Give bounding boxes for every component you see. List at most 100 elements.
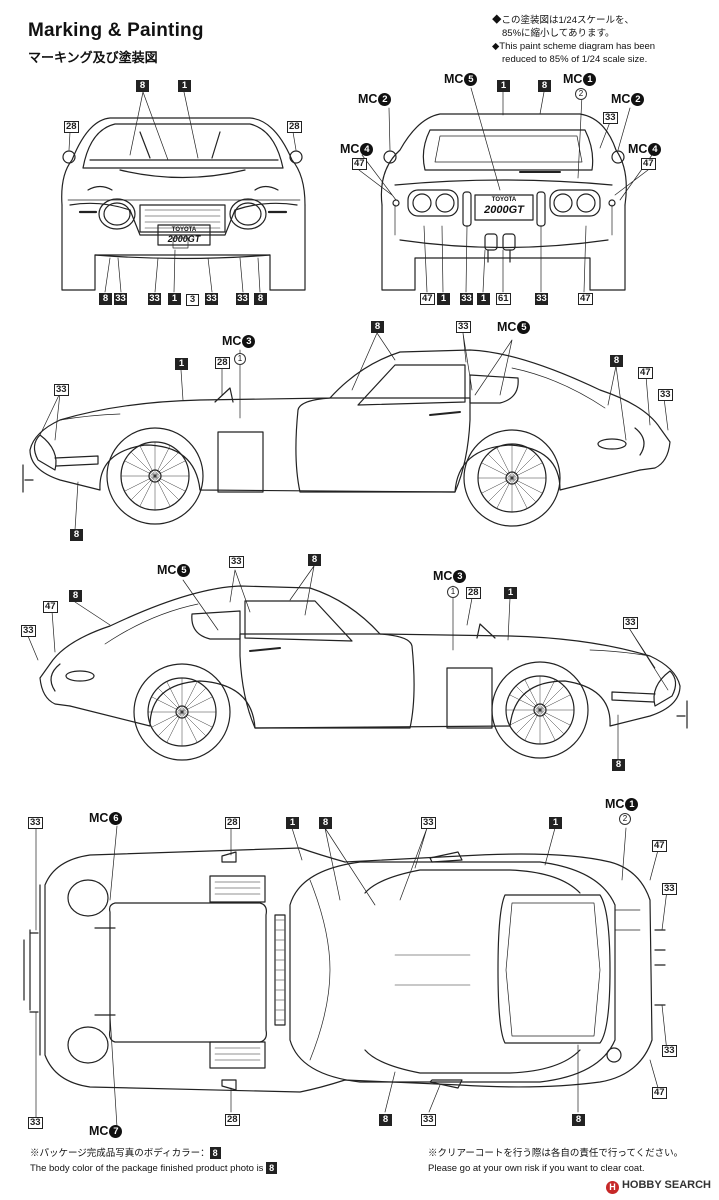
plate-brand: TOYOTA	[171, 227, 197, 233]
callout-label: 33	[662, 883, 677, 895]
callout-label: 33	[460, 293, 473, 305]
callout-label: 33	[28, 1117, 43, 1129]
callout-label: 8	[308, 554, 321, 566]
callout-label: 47	[578, 293, 593, 305]
callout-label: 8	[371, 321, 384, 333]
callout-label: 1	[504, 587, 517, 599]
body-color-code: 8	[266, 1162, 278, 1174]
scale-note-en-1: ◆This paint scheme diagram has been	[492, 41, 656, 52]
footer-body-color-en-text: The body color of the package finished p…	[30, 1163, 264, 1174]
scale-note-en-2: reduced to 85% of 1/24 scale size.	[502, 54, 648, 65]
side-view-1-drawing	[22, 349, 671, 527]
callout-label: 8	[319, 817, 332, 829]
callout-label: 1	[437, 293, 450, 305]
circled-number: 1	[447, 586, 459, 598]
callout-label: 33	[21, 625, 36, 637]
hobby-search-logo-icon: H	[605, 1181, 619, 1194]
callout-label: 8	[70, 529, 83, 541]
circled-number: 2	[575, 88, 587, 100]
callout-label: 8	[254, 293, 267, 305]
callout-label: 1	[168, 293, 181, 305]
callout-label: 47	[652, 840, 667, 852]
scale-note: ◆この塗装図は1/24スケールを、 85%に縮小してあります。 ◆This pa…	[492, 14, 714, 66]
footer-clear-coat-jp: ※クリアーコートを行う際は各自の責任で行ってください。	[428, 1148, 684, 1159]
callout-label: 33	[236, 293, 249, 305]
top-view-drawing	[23, 847, 666, 1093]
callout-label: 33	[54, 384, 69, 396]
callout-label: 8	[612, 759, 625, 771]
callout-label: 33	[114, 293, 127, 305]
footer-body-color-en: The body color of the package finished p…	[30, 1162, 278, 1176]
callout-label: 8	[99, 293, 112, 305]
callout-label: 33	[205, 293, 218, 305]
rear-plate: TOYOTA 2000GT	[476, 197, 532, 216]
callout-label: 8	[538, 80, 551, 92]
callout-label: 33	[535, 293, 548, 305]
scale-note-jp-1: ◆この塗装図は1/24スケールを、	[492, 15, 634, 26]
callout-label: 1	[497, 80, 510, 92]
callout-label: 1	[178, 80, 191, 92]
footer-body-color-jp: ※パッケージ完成品写真のボディカラー：8	[30, 1147, 221, 1161]
footer-body-color-jp-text: ※パッケージ完成品写真のボディカラー：	[30, 1148, 210, 1159]
callout-label: 8	[572, 1114, 585, 1126]
callout-label: 47	[652, 1087, 667, 1099]
circled-number: 1	[234, 353, 246, 365]
callout-label: 33	[662, 1045, 677, 1057]
scale-note-jp-2: 85%に縮小してあります。	[502, 28, 615, 39]
callout-label: 28	[466, 587, 481, 599]
body-color-code: 8	[209, 1147, 221, 1159]
callout-label: 33	[623, 617, 638, 629]
plate-brand: TOYOTA	[491, 197, 517, 203]
rear-view-drawing	[380, 113, 627, 291]
callout-label: 47	[420, 293, 435, 305]
callout-label: 33	[421, 817, 436, 829]
page-subtitle: マーキング及び塗装図	[28, 50, 158, 65]
callout-label: 61	[496, 293, 511, 305]
plate-model: 2000GT	[167, 234, 201, 244]
front-view-drawing	[61, 117, 306, 291]
callout-label: 8	[136, 80, 149, 92]
callout-label: 8	[610, 355, 623, 367]
callout-label: 33	[658, 389, 673, 401]
callout-label: 33	[603, 112, 618, 124]
callout-label: 28	[287, 121, 302, 133]
circled-number: 2	[619, 813, 631, 825]
callout-label: 33	[421, 1114, 436, 1126]
callout-label: 33	[456, 321, 471, 333]
callout-label: 47	[43, 601, 58, 613]
callout-label: 1	[175, 358, 188, 370]
callout-label: 3	[186, 294, 199, 306]
watermark-text: HOBBY SEARCH	[621, 1179, 711, 1191]
callout-label: 8	[69, 590, 82, 602]
footer-clear-coat-en: Please go at your own risk if you want t…	[428, 1163, 645, 1174]
callout-label: 33	[28, 817, 43, 829]
callout-label: 28	[225, 1114, 240, 1126]
callout-label: 28	[215, 357, 230, 369]
callout-label: 28	[225, 817, 240, 829]
plate-model: 2000GT	[484, 204, 524, 216]
leader-lines	[27, 87, 669, 1128]
side-view-2-drawing	[39, 585, 688, 761]
callout-label: 33	[148, 293, 161, 305]
callout-label: 1	[286, 817, 299, 829]
callout-label: 47	[352, 158, 367, 170]
callout-label: 28	[64, 121, 79, 133]
callout-label: 8	[379, 1114, 392, 1126]
callout-label: 1	[477, 293, 490, 305]
callout-label: 47	[641, 158, 656, 170]
